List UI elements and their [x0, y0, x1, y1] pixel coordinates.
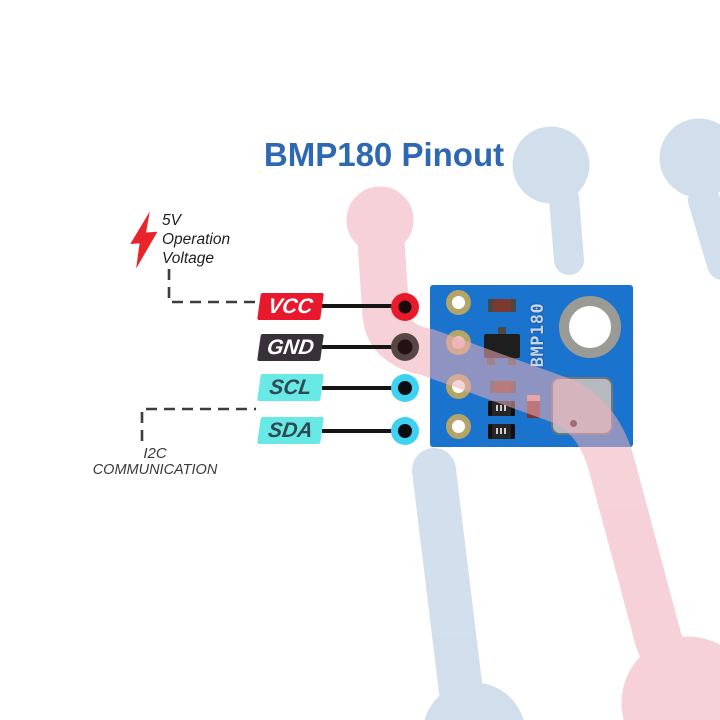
power-note-line1: 5V	[162, 212, 181, 229]
pin-label-vcc: VCC	[257, 293, 324, 320]
pin-label-vcc-text: VCC	[266, 295, 315, 318]
bmp180-board: BMP180	[430, 285, 633, 447]
smd-resistor-1	[488, 299, 516, 312]
pink-pin-watermark	[346, 186, 720, 720]
corner-mounting-hole	[559, 296, 621, 358]
pin-label-sda-text: SDA	[266, 419, 315, 442]
pressure-sensor	[551, 377, 613, 435]
smd-component-1	[488, 401, 515, 416]
pin-pad-vcc	[391, 293, 419, 321]
power-note-line2: Operation	[162, 231, 231, 248]
i2c-note-line1: I2C	[143, 445, 167, 462]
mounting-hole-3	[446, 374, 471, 399]
pin-pad-scl-center	[398, 381, 412, 395]
pin-pad-vcc-center	[398, 300, 412, 314]
mounting-hole-4	[446, 414, 471, 439]
pin-pad-sda	[391, 417, 419, 445]
pin-pad-gnd	[391, 333, 419, 361]
sot23-chip	[484, 334, 520, 358]
sensor-port-dot	[570, 420, 577, 427]
smd-resistor-2	[490, 381, 516, 393]
power-dashed-line	[167, 269, 258, 304]
page-title: BMP180 Pinout	[263, 136, 505, 173]
chip-leg	[508, 358, 516, 365]
silkscreen-label: BMP180	[528, 302, 548, 368]
smd-component-2	[488, 424, 515, 439]
i2c-note: I2C COMMUNICATION	[80, 445, 230, 479]
mounting-hole-1	[446, 290, 471, 315]
lightning-bolt-icon	[130, 212, 158, 268]
pin-label-scl-text: SCL	[267, 376, 314, 399]
i2c-note-line2: COMMUNICATION	[92, 462, 218, 478]
smd-capacitor	[527, 395, 540, 418]
power-note: 5V Operation Voltage	[162, 211, 230, 268]
pin-label-scl: SCL	[257, 374, 324, 401]
pin-pad-sda-center	[398, 424, 412, 438]
pin-label-sda: SDA	[257, 417, 324, 444]
chip-leg	[498, 327, 506, 334]
chip-leg	[487, 358, 495, 365]
pin-label-gnd: GND	[257, 334, 324, 361]
mounting-hole-2	[446, 330, 471, 355]
pin-pad-scl	[391, 374, 419, 402]
i2c-dashed-line	[140, 407, 256, 441]
power-note-line3: Voltage	[162, 250, 214, 267]
pin-pad-gnd-center	[397, 339, 413, 355]
pin-label-gnd-text: GND	[265, 336, 316, 359]
